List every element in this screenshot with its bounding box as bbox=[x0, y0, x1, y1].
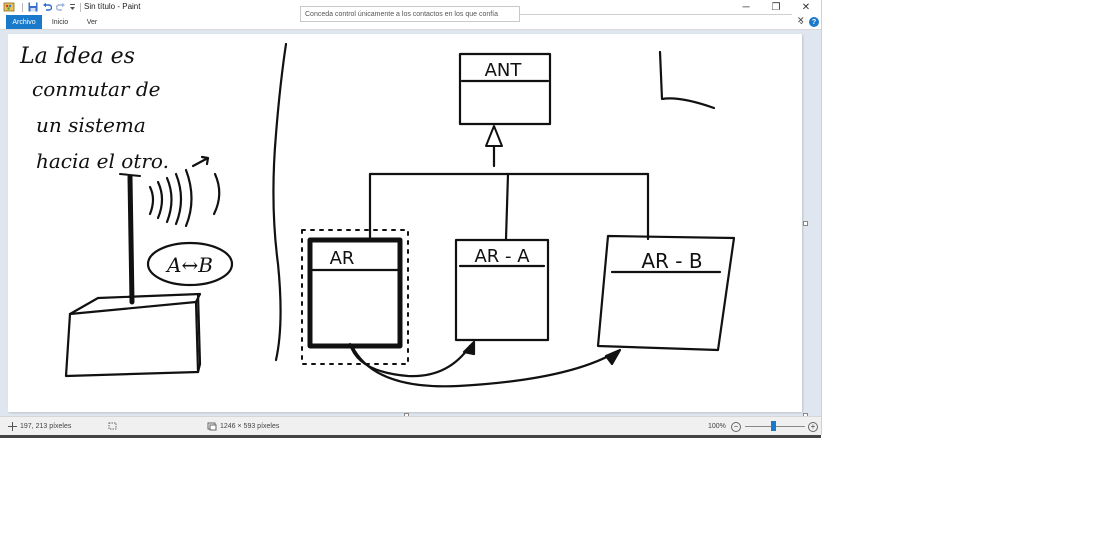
zoom-in-button[interactable]: + bbox=[808, 417, 818, 435]
ar-box-sketch bbox=[301, 229, 409, 365]
minimize-button[interactable]: ─ bbox=[742, 2, 750, 13]
ar-box-label: AR bbox=[330, 248, 355, 269]
resize-handle-right[interactable] bbox=[803, 221, 808, 226]
drawing-canvas[interactable]: La Idea es conmutar de un sistema hacia … bbox=[8, 34, 808, 418]
close-button[interactable]: ✕ bbox=[801, 2, 811, 13]
remote-control-notice: Conceda control únicamente a los contact… bbox=[300, 6, 520, 22]
cursor-position-icon bbox=[8, 417, 17, 435]
bubble-ellipse bbox=[146, 241, 234, 287]
save-icon[interactable] bbox=[27, 1, 39, 13]
ribbon-tabs: Archivo Inicio Ver ⌄ ? bbox=[0, 15, 821, 30]
note-line-1: La Idea es bbox=[19, 44, 135, 69]
ar-b-box-label: AR - B bbox=[641, 249, 702, 273]
toolbar-separator bbox=[79, 1, 81, 13]
toolbar-separator bbox=[20, 1, 24, 13]
note-line-4: hacia el otro. bbox=[36, 149, 169, 173]
sketch-drawing: La Idea es conmutar de un sistema hacia … bbox=[19, 42, 736, 388]
notice-divider bbox=[520, 14, 792, 15]
divider-line bbox=[272, 42, 288, 362]
window-bottom-edge bbox=[0, 435, 821, 438]
antenna-sketch bbox=[119, 155, 221, 305]
zoom-slider-thumb[interactable] bbox=[771, 421, 776, 431]
ar-a-box-label: AR - A bbox=[474, 246, 530, 267]
zoom-out-button[interactable]: − bbox=[731, 417, 741, 435]
canvas-workspace: La Idea es conmutar de un sistema hacia … bbox=[0, 30, 821, 418]
canvas-size-icon bbox=[207, 417, 217, 435]
help-icon[interactable]: ? bbox=[809, 17, 819, 27]
tab-ver[interactable]: Ver bbox=[86, 18, 98, 26]
redo-icon[interactable] bbox=[55, 1, 67, 13]
ar-b-box bbox=[596, 234, 736, 352]
selection-size-icon bbox=[108, 417, 118, 435]
ant-box-label: ANT bbox=[485, 60, 523, 81]
ant-box bbox=[458, 52, 552, 126]
customize-quick-access-icon[interactable] bbox=[68, 1, 76, 13]
ar-a-box bbox=[454, 238, 550, 342]
undo-icon[interactable] bbox=[41, 1, 53, 13]
zoom-level: 100% bbox=[708, 423, 726, 430]
note-line-2: conmutar de bbox=[32, 77, 161, 101]
cursor-position: 197, 213 píxeles bbox=[20, 423, 72, 430]
canvas-size: 1246 × 593 píxeles bbox=[220, 423, 280, 430]
collapse-ribbon-icon[interactable]: ⌄ bbox=[798, 17, 805, 26]
tab-inicio[interactable]: Inicio bbox=[51, 18, 69, 26]
tab-archivo[interactable]: Archivo bbox=[6, 15, 42, 29]
notice-close-icon[interactable]: ✕ bbox=[797, 15, 805, 25]
maximize-button[interactable]: ❐ bbox=[771, 2, 781, 13]
status-bar: 197, 213 píxeles 1246 × 593 píxeles 100%… bbox=[0, 416, 821, 435]
paint-app-icon[interactable] bbox=[2, 1, 16, 13]
bubble-label: A↔B bbox=[165, 253, 213, 277]
note-line-3: un sistema bbox=[36, 113, 146, 137]
window-title: Sin título - Paint bbox=[84, 2, 141, 11]
paint-window: Sin título - Paint ─ ❐ ✕ Archivo Inicio … bbox=[0, 0, 822, 435]
base-box-sketch bbox=[64, 292, 202, 378]
